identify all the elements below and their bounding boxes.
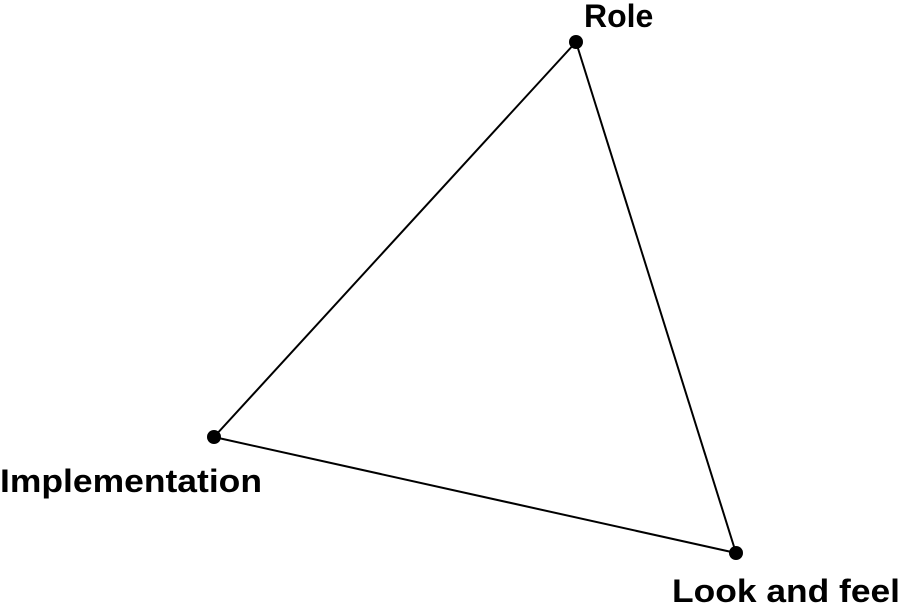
edge-look-and-feel-to-implementation (213, 436, 737, 554)
label-implementation: Implementation (0, 463, 262, 499)
label-role: Role (584, 0, 653, 34)
label-look-and-feel: Look and feel (672, 573, 900, 603)
edge-role-to-look-and-feel (575, 41, 737, 554)
vertex-dot-look-and-feel (729, 546, 743, 560)
triangle-vertices (207, 35, 743, 560)
vertex-dot-implementation (207, 430, 221, 444)
triangle-edges (213, 41, 737, 554)
vertex-dot-role (569, 35, 583, 49)
edge-implementation-to-role (213, 41, 577, 438)
